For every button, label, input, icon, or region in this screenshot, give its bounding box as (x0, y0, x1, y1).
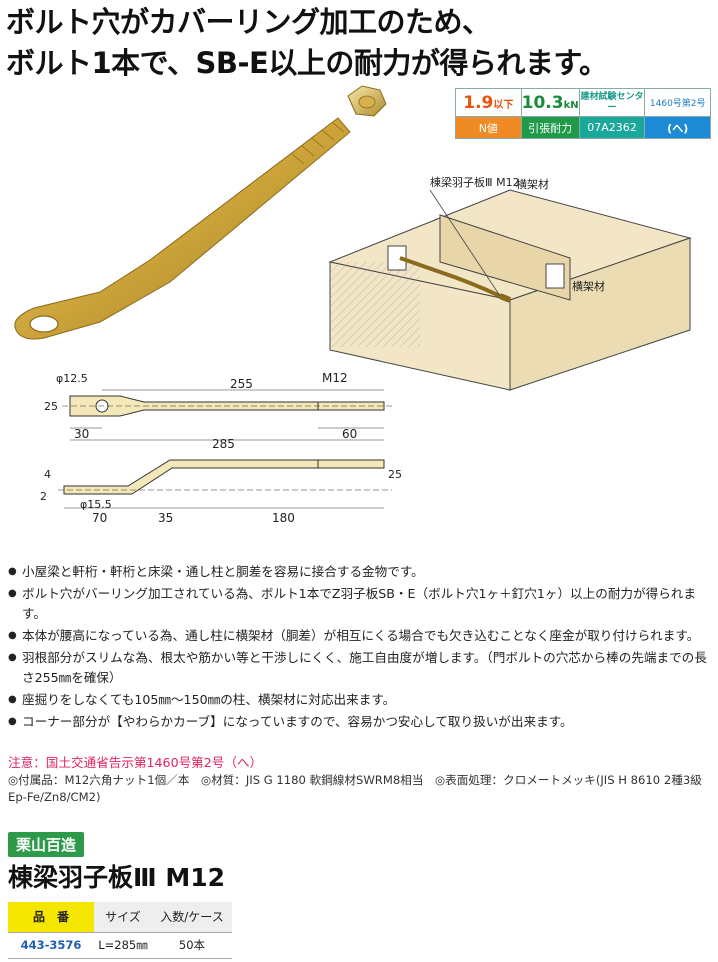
headline: ボルト穴がカバーリング加工のため、 ボルト1本で、SB-E以上の耐力が得られます… (6, 2, 718, 84)
header-size: サイズ (94, 902, 152, 933)
product-size: L=285㎜ (94, 932, 152, 959)
caution-note: 注意：国土交通省告示第1460号第2号（へ） (8, 755, 263, 770)
table-row: 443-3576 L=285㎜ 50本 (8, 932, 232, 959)
tension-label: 引張耐力 (520, 116, 580, 139)
dim-30: 30 (74, 427, 89, 441)
plate-photo (14, 117, 351, 340)
list-item: 小屋梁と軒桁・軒桁と床梁・通し柱と胴差を容易に接合する金物です。 (8, 562, 713, 582)
spec-table: 1.9以下 10.3kN 建材試験センター 1460号第2号 N値 引張耐力 0… (455, 88, 711, 139)
install-diagram (328, 189, 692, 391)
dim-70: 70 (92, 511, 107, 525)
list-item: 本体が腰高になっている為、通し柱に横架材（胴差）が相互にくる場合でも欠き込むこと… (8, 626, 713, 646)
list-item: コーナー部分が【やわらかカーブ】になっていますので、容易かつ安心して取り扱いが出… (8, 712, 713, 732)
tension-value: 10.3kN (520, 88, 580, 117)
list-item: 羽根部分がスリムな為、根太や筋かい等と干渉しにくく、施工自由度が増します。（門ボ… (8, 648, 713, 688)
feature-list: 小屋梁と軒桁・軒桁と床梁・通し柱と胴差を容易に接合する金物です。 ボルト穴がバー… (8, 562, 713, 734)
notice-value: (へ) (644, 116, 711, 139)
product-illustration: 棟梁羽子板Ⅲ M12 横架材 横架材 φ12.5 255 M12 25 30 2… (14, 85, 692, 525)
dim-255: 255 (230, 377, 253, 391)
dim-285: 285 (212, 437, 235, 451)
dim-thread: M12 (322, 371, 348, 385)
label-beam-2: 横架材 (572, 279, 605, 293)
dim-35: 35 (158, 511, 173, 525)
n-value: 1.9以下 (455, 88, 522, 117)
dim-2: 2 (40, 490, 47, 503)
product-table: 品 番 サイズ 入数/ケース 443-3576 L=285㎜ 50本 (8, 902, 232, 959)
center-code: 07A2362 (578, 116, 646, 139)
list-item: 座掘りをしなくても105㎜～150㎜の柱、横架材に対応出来ます。 (8, 690, 713, 710)
label-beam-1: 横架材 (516, 177, 549, 191)
dim-hole: φ12.5 (56, 372, 88, 385)
dim-25: 25 (44, 400, 58, 413)
product-code: 443-3576 (8, 932, 94, 959)
product-qty: 50本 (152, 932, 232, 959)
dim-hole-2: φ15.5 (80, 498, 112, 511)
dim-180: 180 (272, 511, 295, 525)
label-product: 棟梁羽子板Ⅲ M12 (430, 175, 520, 189)
headline-line-2: ボルト1本で、SB-E以上の耐力が得られます。 (6, 46, 608, 80)
brand-badge: 栗山百造 (8, 832, 85, 857)
center-header: 建材試験センター (578, 88, 646, 117)
dim-4: 4 (44, 468, 51, 481)
accessories-text: ◎付属品：M12六角ナット1個／本 ◎材質：JIS G 1180 軟鋼線材SWR… (8, 773, 702, 804)
header-code: 品 番 (8, 902, 94, 933)
product-name: 棟梁羽子板Ⅲ M12 (8, 863, 226, 892)
list-item: ボルト穴がバーリング加工されている為、ボルト1本でZ羽子板SB・E（ボルト穴1ヶ… (8, 584, 713, 624)
dim-side-25: 25 (388, 468, 402, 481)
top-view-drawing (62, 389, 392, 441)
headline-line-1: ボルト穴がカバーリング加工のため、 (6, 5, 491, 39)
header-qty: 入数/ケース (152, 902, 232, 933)
nut-photo (347, 85, 387, 117)
side-view-drawing (58, 459, 392, 509)
dim-60: 60 (342, 427, 357, 441)
